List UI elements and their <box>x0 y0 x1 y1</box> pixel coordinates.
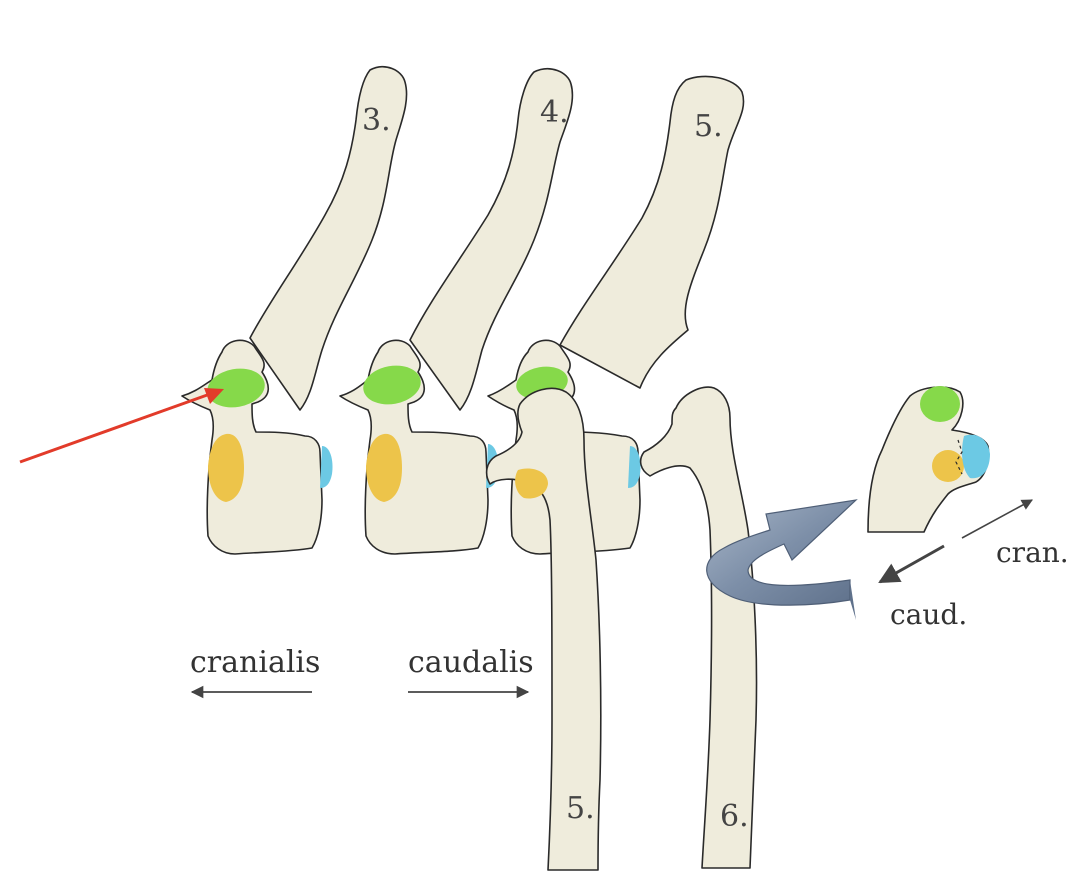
rib-head-cranial-facet <box>932 450 964 482</box>
rib-6: 6. <box>639 386 758 869</box>
rotation-arrow-tail <box>850 580 856 620</box>
vertebra-4-fovea-transverse <box>363 365 421 405</box>
fovea-costalis-processus-transversi <box>207 368 265 408</box>
fovea-costalis-cranialis <box>208 433 244 502</box>
vertebra-4: 4. <box>339 68 574 555</box>
cran-arrow <box>961 499 1033 539</box>
cran-caud-diagonal-arrows: cran. caud. <box>878 499 1069 631</box>
rib-5-label: 5. <box>566 791 595 826</box>
pointer-arrow-head <box>204 388 224 404</box>
vertebra-5-spinous-process <box>559 75 745 389</box>
cranialis-label: cranialis <box>190 645 320 680</box>
rib-5-shaft <box>485 387 602 871</box>
rib-5: 5. <box>485 387 602 871</box>
caud-arrow <box>878 544 945 584</box>
caudalis-label: caudalis <box>408 645 534 680</box>
caud-label: caud. <box>890 598 967 631</box>
vertebra-4-spinous-process <box>409 68 574 411</box>
isolated-rib-head <box>867 386 990 533</box>
vertebra-3-spinous-process <box>249 66 408 411</box>
vertebra-5-label: 5. <box>694 109 723 144</box>
curved-rotation-arrow-icon <box>706 499 858 620</box>
vertebra-5-fovea-caudalis <box>628 446 641 488</box>
vertebra-4-fovea-cranialis <box>366 433 402 502</box>
rib-head-crest-line <box>955 439 963 475</box>
rib-head-tubercle-facet <box>920 386 960 422</box>
fovea-costalis-caudalis <box>320 446 333 488</box>
pointer-arrow-line <box>19 392 211 464</box>
vertebra-4-label: 4. <box>540 95 569 130</box>
rib-head-detail <box>867 386 990 533</box>
cran-label: cran. <box>996 536 1069 569</box>
rib-6-label: 6. <box>720 799 749 834</box>
rib-6-shaft <box>639 386 758 869</box>
cranialis-caudalis-legend: cranialis caudalis <box>190 645 534 699</box>
rib-head-caudal-facet <box>962 434 990 479</box>
rib-5-head-yellow-overlap <box>515 468 548 499</box>
red-pointer-arrow-icon <box>19 388 224 464</box>
vertebra-3-label: 3. <box>362 103 391 138</box>
rotation-arrow-band <box>706 499 858 606</box>
